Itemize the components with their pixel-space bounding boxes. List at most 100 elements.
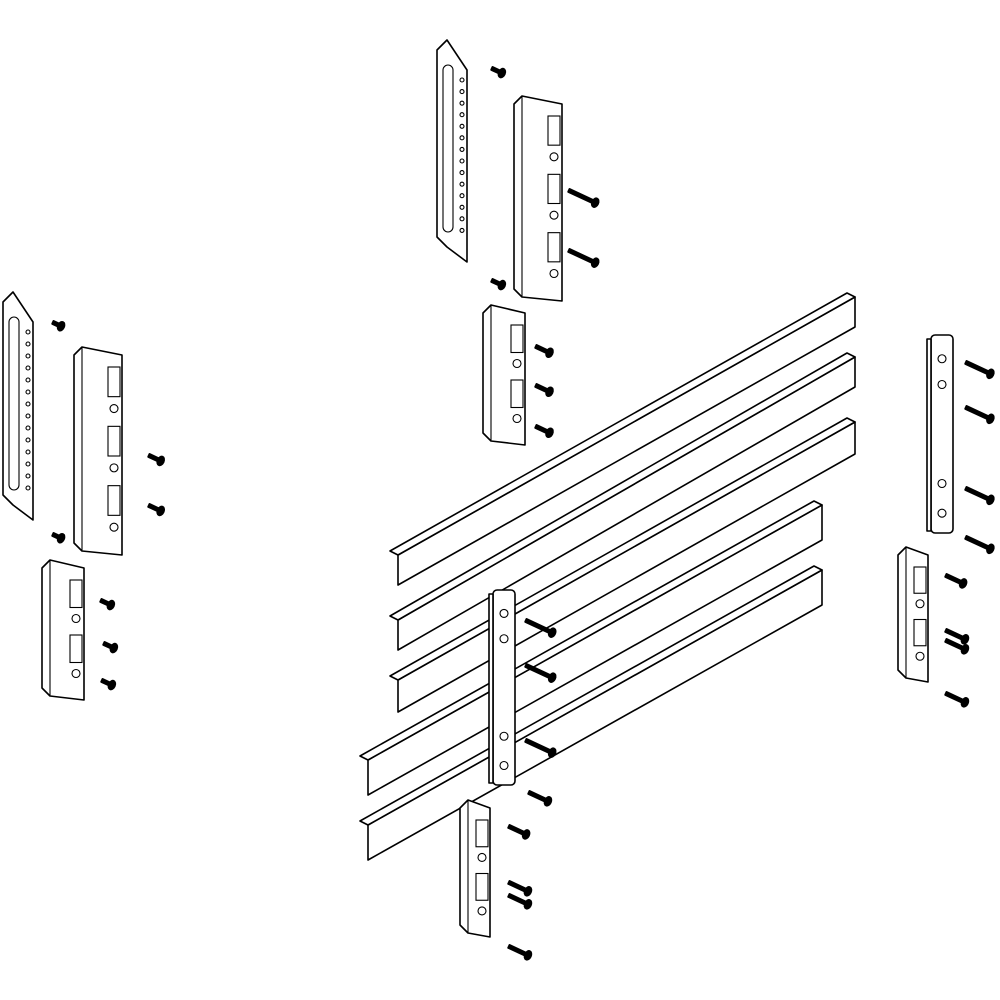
screw-head	[960, 697, 970, 708]
strip-hole	[499, 731, 509, 741]
screw-shank	[964, 405, 992, 421]
screw	[964, 535, 995, 555]
strip-side	[926, 338, 932, 532]
screw	[147, 453, 165, 467]
rail-slot	[442, 64, 454, 233]
rail-hole	[25, 389, 31, 395]
holder-hole	[549, 210, 559, 220]
holder-notch	[510, 379, 524, 409]
strip-hole	[937, 379, 947, 390]
screw-head	[958, 578, 968, 589]
screw	[534, 344, 554, 359]
screw	[527, 790, 553, 807]
holder-hole	[549, 152, 559, 162]
screw-head	[109, 642, 119, 654]
screw-head	[523, 899, 533, 910]
strip-hole	[937, 478, 947, 489]
mounting-rail	[436, 39, 468, 263]
holder-strip	[488, 589, 516, 786]
holder-notch	[913, 566, 927, 594]
screw-shank	[524, 738, 553, 755]
screw-head	[547, 627, 557, 638]
rail-hole	[459, 112, 465, 118]
holder-hole	[549, 268, 559, 279]
screw-head	[56, 320, 66, 332]
screws	[51, 66, 995, 961]
screw	[507, 893, 533, 910]
holder-notch	[107, 425, 121, 457]
strip-hole	[937, 508, 947, 518]
screw-head	[106, 599, 116, 611]
screw-head	[545, 347, 554, 359]
screw	[964, 486, 995, 506]
screw-shank	[507, 893, 529, 907]
screw-head	[547, 747, 557, 758]
screw-head	[960, 634, 970, 645]
holder-hole	[71, 668, 81, 679]
holder-hole	[477, 906, 487, 916]
screw-head	[986, 494, 995, 506]
screw-shank	[964, 360, 992, 376]
rail-hole	[25, 485, 31, 491]
strip-hole	[499, 760, 509, 771]
screw-shank	[507, 880, 529, 894]
holder-notch	[475, 819, 489, 848]
holder-notch	[547, 115, 561, 146]
mounting-rails	[2, 39, 468, 521]
rail-hole	[459, 227, 465, 233]
rail-hole	[25, 377, 31, 383]
rail-hole	[459, 216, 465, 222]
screw	[944, 691, 970, 708]
screw-head	[523, 950, 533, 961]
holder-notch	[547, 232, 561, 263]
screw	[490, 278, 507, 291]
screw-shank	[507, 824, 527, 837]
strip-side	[488, 593, 494, 784]
busbar-holder	[459, 799, 491, 938]
busbar	[389, 292, 856, 586]
rail-hole	[25, 365, 31, 371]
screw-head	[523, 886, 533, 897]
busbar	[389, 417, 856, 713]
holder-notch	[69, 579, 83, 609]
screw	[507, 880, 533, 897]
rail-slot	[8, 316, 20, 491]
rail-hole	[459, 158, 465, 164]
screw-head	[986, 543, 995, 555]
screw-shank	[944, 638, 966, 652]
screw-head	[521, 829, 531, 840]
screw-head	[590, 257, 600, 268]
holder-hole	[71, 613, 81, 624]
busbars	[359, 292, 856, 861]
screw	[490, 66, 507, 79]
rail-hole	[25, 401, 31, 407]
holder-hole	[109, 403, 119, 414]
screw	[51, 320, 66, 332]
rail-hole	[459, 77, 465, 83]
strip-hole	[499, 608, 509, 618]
rail-hole	[459, 181, 465, 187]
holder-hole	[915, 651, 925, 661]
screw-shank	[524, 663, 553, 680]
screw-shank	[944, 628, 966, 642]
busbar-top-edge	[359, 500, 823, 761]
busbar-holder	[513, 95, 563, 302]
rail-hole	[25, 353, 31, 359]
holder-notch	[913, 618, 927, 647]
rail-hole	[25, 437, 31, 443]
rail-hole	[459, 100, 465, 106]
screw	[567, 248, 600, 268]
screw	[51, 532, 66, 544]
screw-head	[107, 679, 117, 691]
screw	[944, 628, 970, 645]
screw-shank	[944, 573, 964, 586]
rail-hole	[459, 135, 465, 141]
screw-head	[986, 368, 995, 380]
rail-hole	[459, 123, 465, 129]
screw	[147, 503, 165, 517]
screw	[99, 598, 116, 611]
screw-shank	[507, 944, 529, 958]
screw	[944, 573, 968, 589]
busbar-holder	[482, 304, 526, 446]
